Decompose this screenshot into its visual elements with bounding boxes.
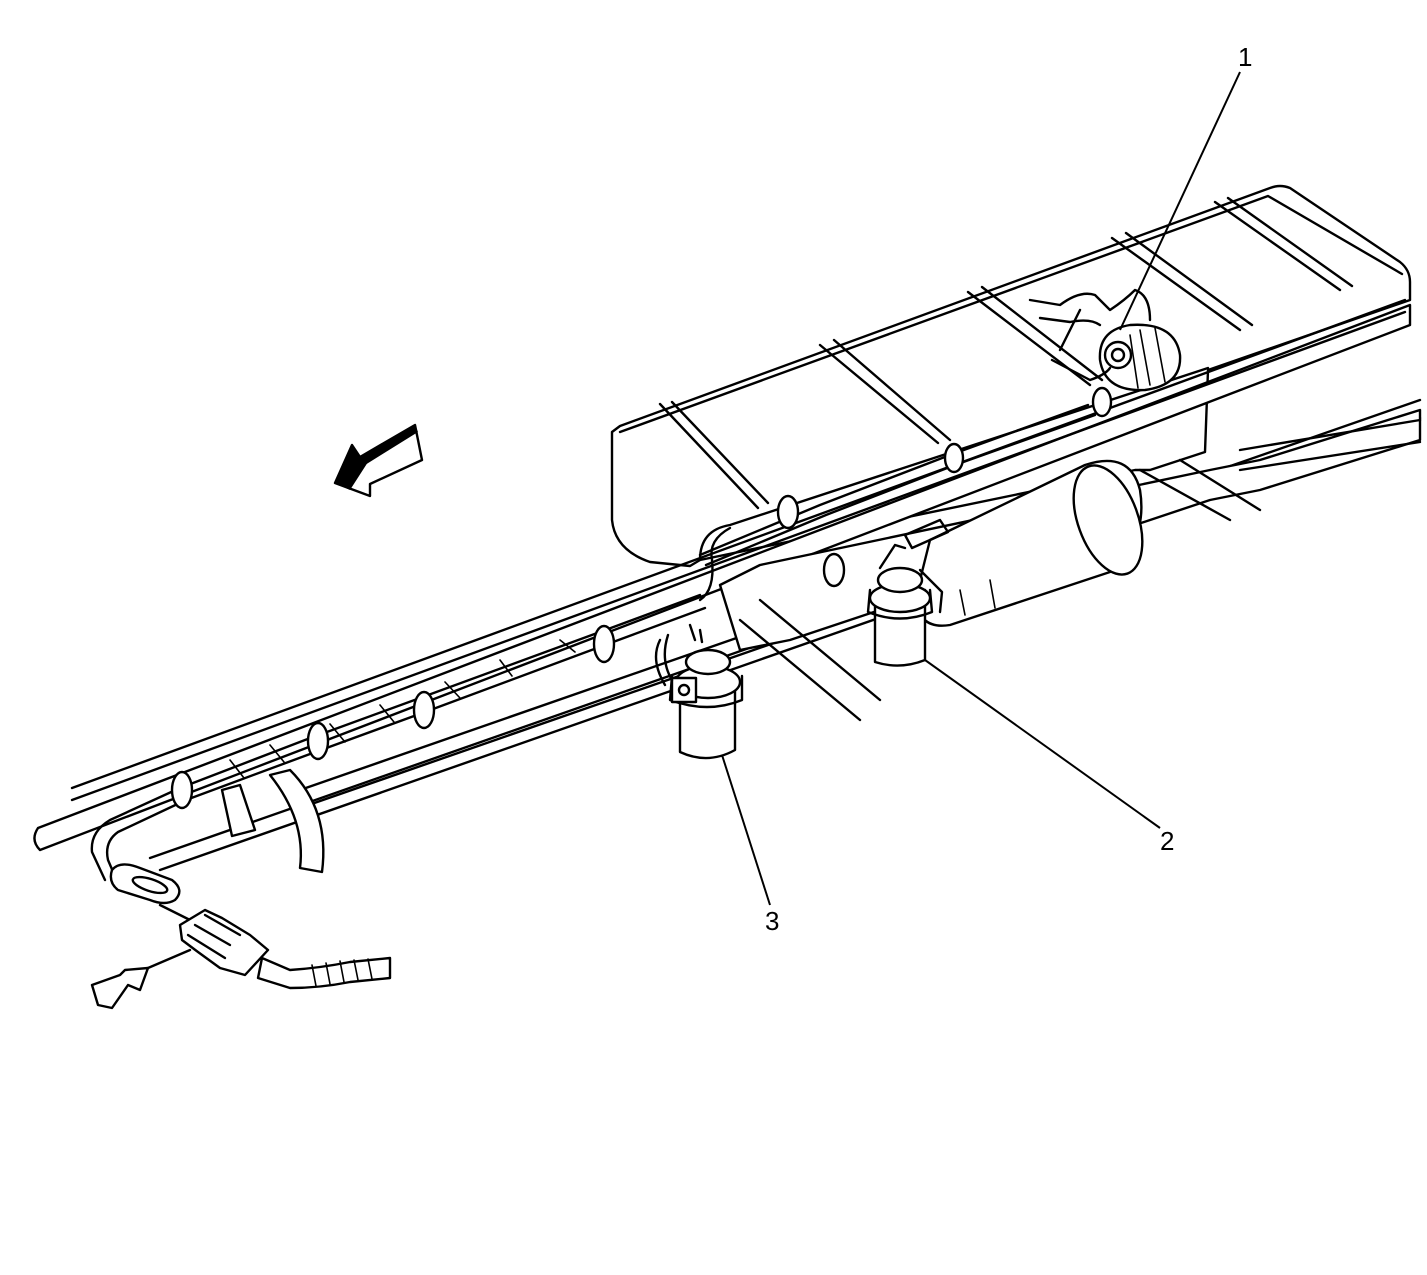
vent-solenoid-valve xyxy=(866,543,944,667)
purge-solenoid-valve xyxy=(654,623,744,760)
fuel-tank xyxy=(610,184,1412,568)
fuel-line-harness xyxy=(90,386,1113,890)
line-clip xyxy=(943,442,965,474)
front-direction-arrow-icon xyxy=(333,423,424,498)
evap-canister xyxy=(903,459,1144,627)
line-clip xyxy=(822,552,846,588)
harness-connector xyxy=(109,863,392,990)
fuel-pump-module xyxy=(1028,288,1182,392)
leader-line-2 xyxy=(924,659,1161,829)
tank-strap xyxy=(658,196,1354,510)
line-clip xyxy=(412,690,436,730)
view-detail-arrow-icon xyxy=(90,948,192,1010)
line-clip xyxy=(306,721,330,761)
callout-label-1: 1 xyxy=(1238,42,1252,72)
line-clip xyxy=(170,770,194,810)
leader-line-1 xyxy=(1119,71,1241,331)
callout-leader-lines xyxy=(721,71,1241,906)
callout-label-2: 2 xyxy=(1160,826,1174,856)
callout-label-3: 3 xyxy=(765,906,779,936)
line-clip xyxy=(776,494,800,530)
line-clip xyxy=(592,624,616,664)
leader-line-3 xyxy=(721,754,771,906)
line-clip xyxy=(1091,386,1113,418)
